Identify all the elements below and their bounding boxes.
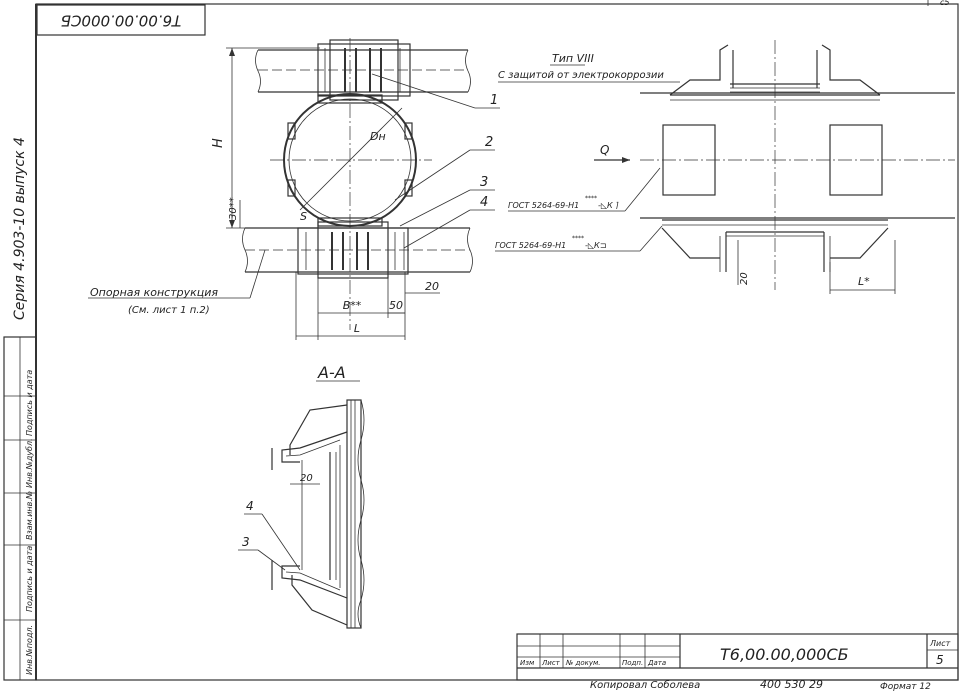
gost-bottom-tail: -◺К⊐	[585, 241, 606, 250]
top-beam	[255, 49, 471, 93]
gost-top-sup: ****	[585, 195, 597, 202]
support-note: (См. лист 1 п.2)	[128, 305, 210, 316]
gost-bottom-sup: ****	[572, 235, 584, 242]
leader-1: 1	[490, 93, 498, 108]
q-label: Q	[600, 143, 609, 157]
dim-50-label: 50	[389, 299, 403, 312]
tb-col-list: Лист	[541, 659, 561, 667]
dim-30-label: 30**	[228, 197, 239, 220]
side-stamp-column: Инв.№подл. Подпись и дата Взам.инв.№ Инв…	[3, 336, 37, 681]
dim-S-label: S	[300, 210, 307, 223]
section-title: А-А	[317, 363, 346, 382]
dim-20-label: 20	[425, 280, 439, 293]
format-label: Формат 12	[880, 682, 931, 692]
bottom-dims	[295, 272, 440, 340]
leader-lines	[88, 73, 500, 299]
tb-col-izm: Изм	[520, 659, 535, 667]
title-block	[516, 633, 959, 681]
bottom-note: Копировал Соболева	[590, 679, 700, 691]
tb-sheet-label: Лист	[929, 639, 951, 648]
right-dim-L: L*	[858, 275, 870, 288]
bottom-channel	[661, 219, 889, 272]
right-view: Тип VIII С защитой от электрокоррозии	[495, 40, 955, 294]
section-leader-3: 3	[242, 535, 250, 549]
tb-designation: Т6,00.00,000СБ	[720, 645, 849, 664]
right-dim-20: 20	[739, 272, 750, 285]
dim-L-label: L	[354, 322, 360, 335]
dim-H	[226, 47, 320, 229]
bottom-number: 400 530 29	[760, 678, 823, 691]
section-leader-4: 4	[246, 499, 254, 513]
tb-col-doc: № докум.	[565, 659, 601, 667]
gost-bottom: ГОСТ 5264-69-Н1	[495, 241, 566, 250]
section-aa: А-А 20 4 3	[238, 363, 365, 629]
side-cell-5: Подпись и дата	[25, 370, 34, 436]
side-cell-4: Инв.№дубл.	[25, 438, 34, 488]
right-beam	[640, 40, 955, 290]
dim-H-label: H	[211, 138, 226, 148]
section-dim-20: 20	[300, 473, 313, 484]
type-desc: С защитой от электрокоррозии	[498, 70, 664, 81]
side-series-label: Серия 4.903-10 выпуск 4	[12, 137, 28, 320]
bottom-clamp	[297, 221, 409, 279]
gost-top-tail: -◺К ⌉	[598, 201, 619, 210]
leader-3: 3	[480, 175, 488, 190]
pipe-circle	[270, 38, 432, 330]
dim-Dn-label: Dн	[370, 130, 386, 143]
type-label: Тип VIII	[552, 52, 594, 65]
dim-B-label: B**	[343, 299, 362, 312]
tb-col-sign: Подп.	[622, 659, 643, 667]
corner-mark: с5	[940, 0, 950, 7]
tb-sheet-number: 5	[936, 653, 944, 667]
gost-top: ГОСТ 5264-69-Н1	[508, 201, 579, 210]
side-cell-2: Подпись и дата	[25, 546, 34, 612]
tb-col-date: Дата	[647, 659, 666, 667]
side-cell-3: Взам.инв.№	[25, 491, 34, 540]
top-stamp: T6.00.00.000СБ	[61, 12, 182, 30]
side-cell-1: Инв.№подл.	[25, 625, 34, 675]
top-stamp-box	[36, 4, 206, 36]
main-view: H 30** Dн S B** 50 20 L	[88, 38, 500, 340]
leader-4: 4	[480, 195, 488, 210]
support-label: Опорная конструкция	[90, 286, 218, 299]
leader-2: 2	[485, 135, 493, 150]
